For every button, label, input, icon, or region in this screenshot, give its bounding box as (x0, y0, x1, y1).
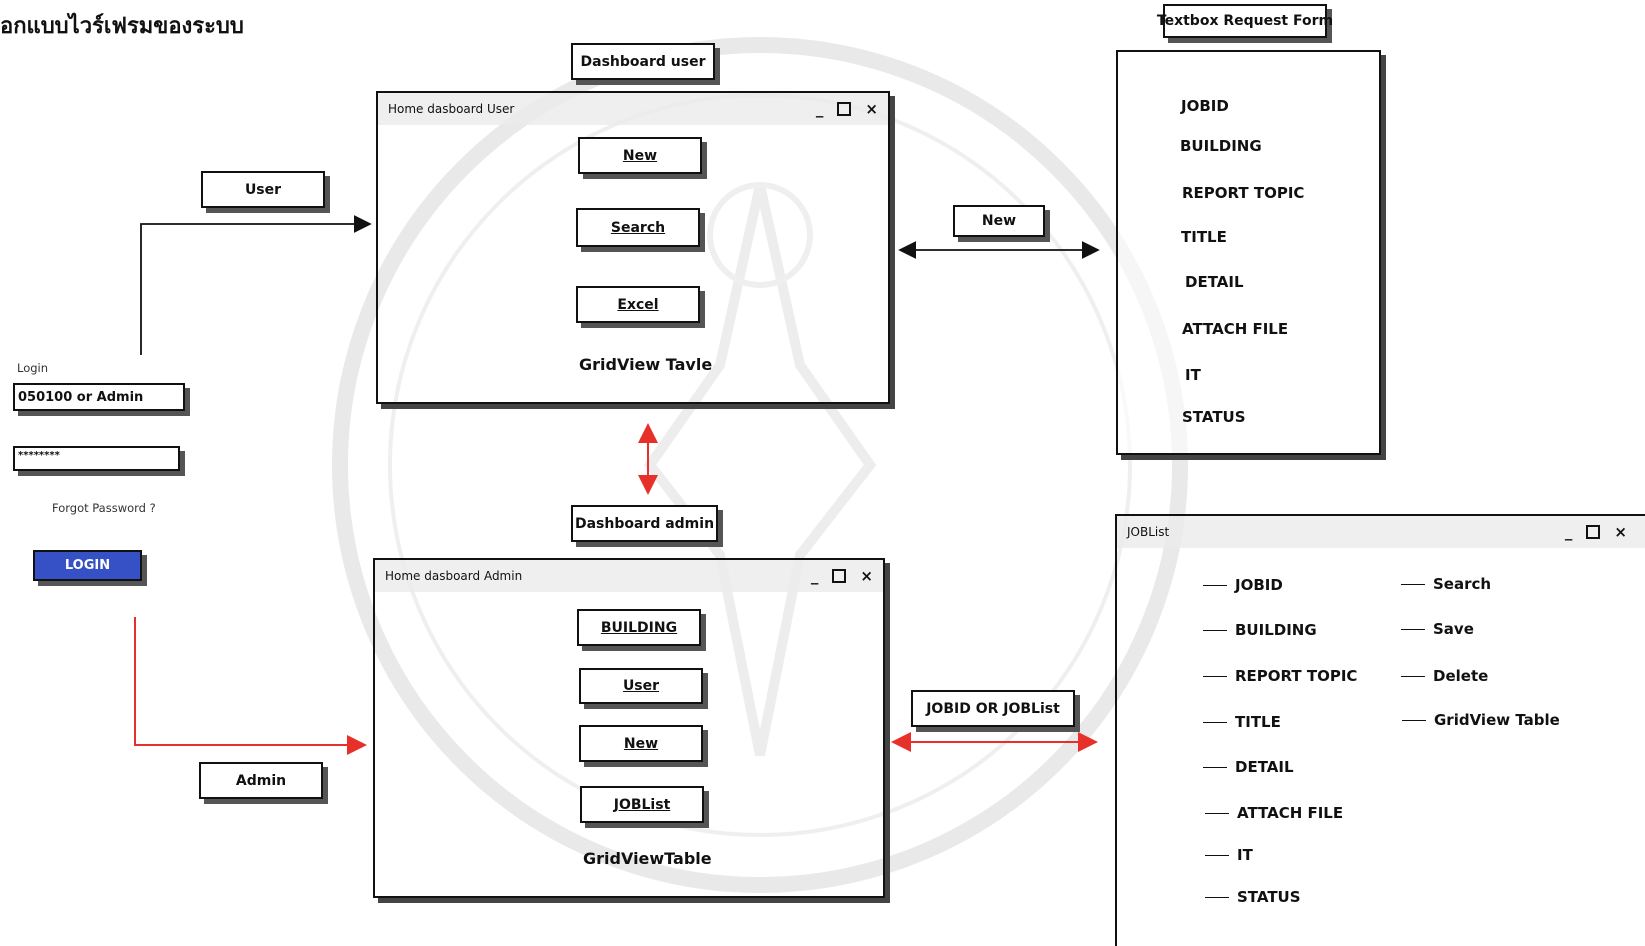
form-field-detail: DETAIL (1185, 273, 1244, 291)
minimize-icon[interactable]: _ (1564, 523, 1573, 541)
user-new-button[interactable]: New (578, 137, 702, 174)
close-icon[interactable]: × (860, 567, 873, 585)
user-dashboard-window: Home dasboard User _ × New Search Excel … (376, 91, 890, 404)
admin-joblist-button[interactable]: JOBList (580, 786, 704, 823)
username-field[interactable]: 050100 or Admin (13, 383, 185, 411)
form-field-report-topic: REPORT TOPIC (1182, 184, 1305, 202)
user-window-title: Home dasboard User (388, 102, 515, 116)
joblist-field-attach-file: ATTACH FILE (1205, 804, 1343, 822)
maximize-icon[interactable] (837, 102, 852, 116)
admin-flow-arrow (134, 617, 367, 755)
admin-window-title: Home dasboard Admin (385, 569, 523, 583)
close-icon[interactable]: × (1614, 523, 1627, 541)
login-label: Login (17, 361, 49, 375)
user-excel-button[interactable]: Excel (576, 286, 700, 323)
joblist-field-report-topic: REPORT TOPIC (1203, 667, 1357, 685)
joblist-window-titlebar: JOBList _ × (1117, 516, 1645, 548)
user-tag: User (201, 171, 325, 208)
admin-gridview-caption: GridViewTable (583, 849, 712, 868)
admin-window-titlebar: Home dasboard Admin _ × (375, 560, 883, 592)
form-field-it: IT (1185, 366, 1201, 384)
user-search-button[interactable]: Search (576, 208, 700, 247)
page-heading: อกแบบไวร์เฟรมของระบบ (0, 14, 244, 39)
user-window-titlebar: Home dasboard User _ × (378, 93, 888, 125)
textbox-request-form-tag: Textbox Request Form (1157, 4, 1333, 38)
user-flow-arrow (140, 215, 372, 355)
admin-new-button[interactable]: New (579, 725, 703, 762)
password-field[interactable]: ******** (13, 446, 180, 471)
joblist-field-title: TITLE (1203, 713, 1281, 731)
request-form-panel: JOBID BUILDING REPORT TOPIC TITLE DETAIL… (1116, 50, 1381, 455)
minimize-icon[interactable]: _ (810, 567, 819, 585)
joblist-search-action[interactable]: Search (1401, 575, 1491, 593)
joblist-field-it: IT (1205, 846, 1253, 864)
admin-user-button[interactable]: User (579, 668, 703, 704)
admin-tag: Admin (199, 762, 323, 799)
joblist-field-building: BUILDING (1203, 621, 1317, 639)
forgot-password-link[interactable]: Forgot Password ? (52, 501, 156, 515)
login-button[interactable]: LOGIN (33, 550, 142, 581)
joblist-window-title: JOBList (1127, 525, 1170, 539)
maximize-icon[interactable] (1586, 525, 1601, 539)
joblist-save-action[interactable]: Save (1401, 620, 1474, 638)
close-icon[interactable]: × (865, 100, 878, 118)
jobid-or-joblist-tag: JOBID OR JOBList (911, 690, 1075, 727)
joblist-field-status: STATUS (1205, 888, 1301, 906)
form-field-jobid: JOBID (1181, 97, 1229, 115)
form-field-title: TITLE (1181, 228, 1227, 246)
joblist-window: JOBList _ × JOBID BUILDING REPORT TOPIC … (1115, 514, 1645, 946)
minimize-icon[interactable]: _ (815, 100, 824, 118)
joblist-delete-action[interactable]: Delete (1401, 667, 1488, 685)
joblist-field-jobid: JOBID (1203, 576, 1283, 594)
form-field-building: BUILDING (1180, 137, 1262, 155)
admin-dashboard-window: Home dasboard Admin _ × BUILDING User Ne… (373, 558, 885, 898)
user-gridview-caption: GridView Tavle (579, 355, 713, 374)
maximize-icon[interactable] (832, 569, 847, 583)
dashboard-user-tag: Dashboard user (571, 43, 715, 80)
joblist-gridview-table: GridView Table (1402, 711, 1560, 729)
admin-building-button[interactable]: BUILDING (577, 609, 701, 646)
form-field-attach-file: ATTACH FILE (1182, 320, 1289, 338)
new-tag: New (953, 205, 1045, 237)
form-field-status: STATUS (1182, 408, 1246, 426)
dashboard-admin-tag: Dashboard admin (571, 505, 718, 542)
joblist-field-detail: DETAIL (1203, 758, 1294, 776)
